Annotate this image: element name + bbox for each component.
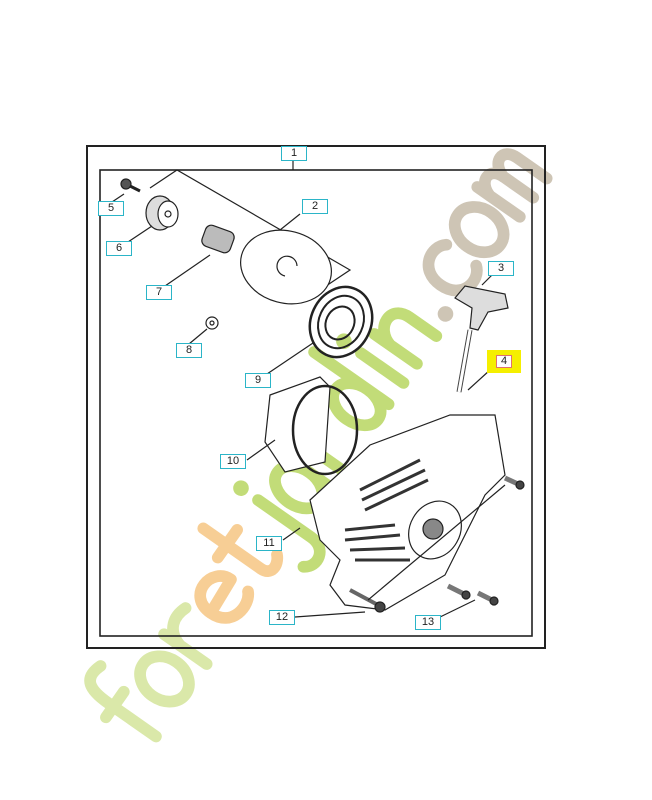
part-10-rope-guide [264, 376, 359, 476]
outer-frame [86, 145, 546, 649]
watermark-glyph [368, 307, 443, 370]
watermark-glyph [448, 201, 510, 259]
callout-13: 13 [415, 615, 441, 630]
callout-9: 9 [245, 373, 271, 388]
callout-3: 3 [488, 261, 514, 276]
watermark-glyph [422, 238, 483, 297]
part-13-screws [446, 475, 525, 606]
watermark-glyph [437, 306, 454, 322]
watermark-glyph [134, 650, 195, 708]
part-7-spring [201, 224, 235, 254]
part-2-disk [240, 229, 332, 305]
watermark-part-1 [194, 522, 284, 624]
watermark-glyph [84, 660, 162, 743]
callout-1: 1 [281, 146, 307, 161]
callout-5: 5 [98, 201, 124, 216]
watermark-glyph [471, 148, 553, 223]
kit-bracket [149, 169, 352, 291]
callout-6: 6 [106, 241, 132, 256]
watermark-part-3 [422, 148, 553, 322]
callout-4-highlighted: 4 [487, 350, 521, 373]
watermark-glyph [197, 522, 284, 577]
callout-8: 8 [176, 343, 202, 358]
watermark-part-0 [84, 602, 213, 743]
inner-frame [99, 169, 533, 637]
part-6-pulley [145, 195, 179, 231]
watermark-glyph [194, 570, 254, 624]
watermark-glyph [308, 346, 395, 432]
callout-7: 7 [146, 285, 172, 300]
callout-2: 2 [302, 199, 328, 214]
watermark-glyph [233, 480, 326, 573]
callout-12: 12 [269, 610, 295, 625]
callout-10: 10 [220, 454, 246, 469]
part-11-starter-cover [309, 414, 506, 611]
part-5-screw [120, 178, 141, 193]
callout-11: 11 [256, 536, 282, 551]
part-8-washer [205, 316, 219, 330]
part-9-recoil-spring [308, 285, 374, 359]
part-12-screw [349, 588, 386, 613]
callout-4-label: 4 [495, 355, 513, 368]
part-4-rope [456, 329, 473, 393]
watermark-glyph [158, 602, 213, 670]
part-3-handle [454, 285, 509, 331]
